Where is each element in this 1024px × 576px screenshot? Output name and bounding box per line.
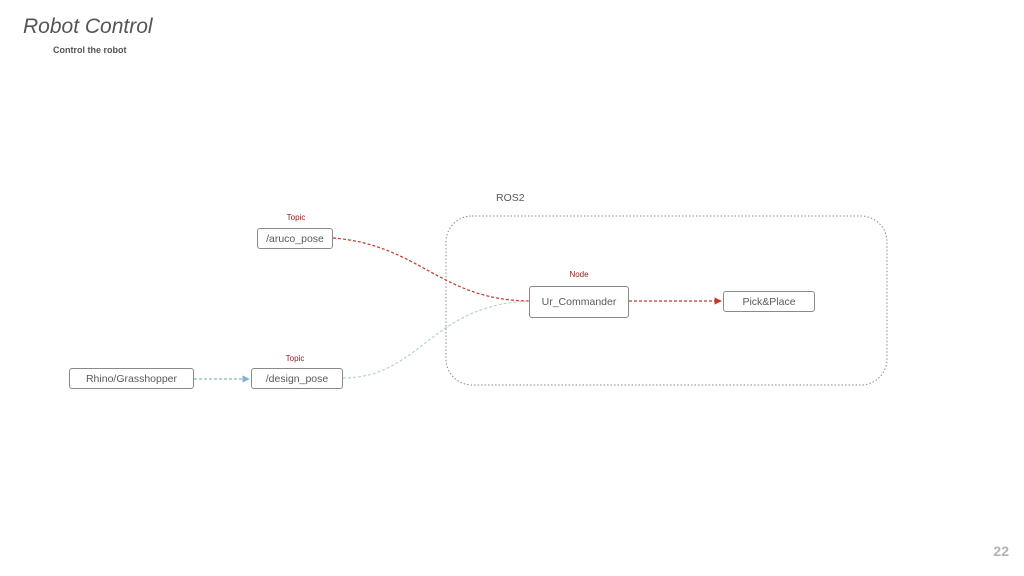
- design-topic-tag: Topic: [285, 354, 305, 363]
- slide-subtitle: Control the robot: [53, 45, 127, 55]
- edge-design-to-commander: [342, 300, 530, 379]
- edge-aruco-to-commander: [332, 237, 530, 302]
- ros2-group-border: [445, 215, 888, 386]
- page-number: 22: [993, 543, 1009, 559]
- ros2-group-label: ROS2: [496, 192, 525, 204]
- commander-node-tag: Node: [569, 270, 589, 279]
- design-pose-node[interactable]: /design_pose: [251, 368, 343, 389]
- rhino-grasshopper-node[interactable]: Rhino/Grasshopper: [69, 368, 194, 389]
- aruco-topic-tag: Topic: [286, 213, 306, 222]
- slide-title: Robot Control: [23, 15, 153, 38]
- aruco-pose-node[interactable]: /aruco_pose: [257, 228, 333, 249]
- pick-place-node[interactable]: Pick&Place: [723, 291, 815, 312]
- ur-commander-node[interactable]: Ur_Commander: [529, 286, 629, 318]
